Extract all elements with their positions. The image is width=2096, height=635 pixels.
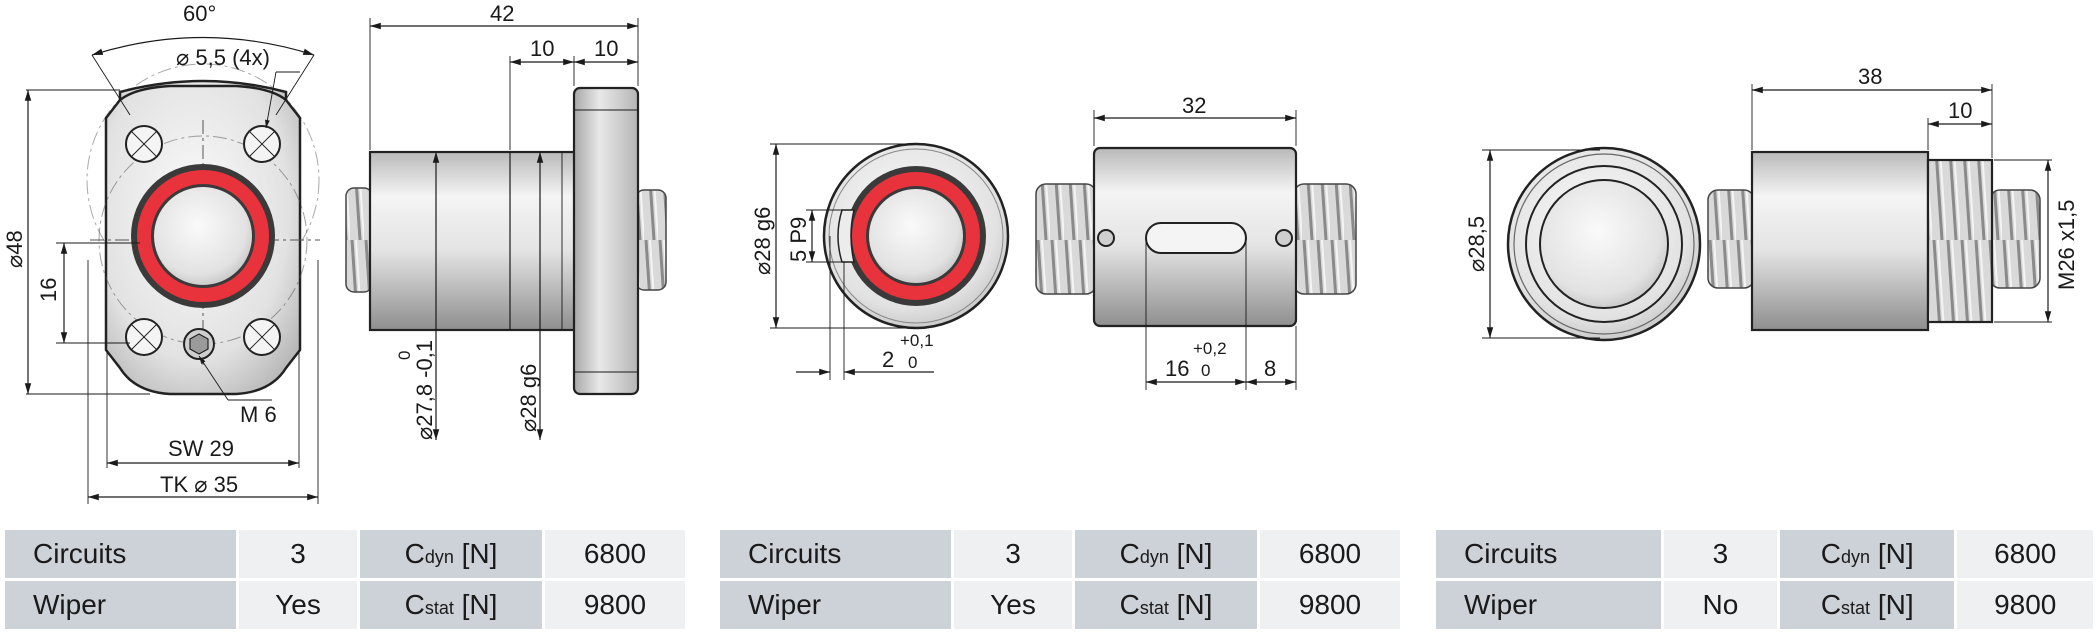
cstat-value: 9800 xyxy=(545,581,685,629)
panel-2-side-dims: 32 16 +0,2 0 8 xyxy=(1093,93,1297,390)
tol-zero-label: 0 xyxy=(395,351,414,360)
depth-2-label: 2 xyxy=(882,347,894,372)
slot-16-label: 16 xyxy=(1165,356,1189,381)
cstat-label: Cstat [N] xyxy=(1075,581,1257,629)
circuits-value: 3 xyxy=(954,530,1072,578)
cstat-label: Cstat [N] xyxy=(1780,581,1955,629)
thread-10-label: 10 xyxy=(1948,98,1972,123)
cdyn-label: Cdyn [N] xyxy=(1780,530,1955,578)
table-row: Circuits 3 Cdyn [N] 6800 xyxy=(720,530,1400,578)
dia-285-label: ⌀28,5 xyxy=(1464,216,1489,272)
spec-table-2: Circuits 3 Cdyn [N] 6800 Wiper Yes Cstat… xyxy=(717,527,1403,632)
panel-3-side xyxy=(1707,150,2041,332)
tk-label: TK ⌀ 35 xyxy=(160,472,238,497)
dia-278-label: ⌀27,8 -0,1 xyxy=(412,340,437,440)
cdyn-label: Cdyn [N] xyxy=(360,530,542,578)
panel-3-side-dims: 38 10 M26 x1,5 xyxy=(1751,64,2079,323)
wiper-label: Wiper xyxy=(1436,581,1661,629)
cdyn-value: 6800 xyxy=(1260,530,1400,578)
wiper-value: Yes xyxy=(954,581,1072,629)
table-row: Circuits 3 Cdyn [N] 6800 xyxy=(5,530,685,578)
wiper-label: Wiper xyxy=(5,581,236,629)
thread-m6-label: M 6 xyxy=(240,402,277,427)
tol-zero-b-label: 0 xyxy=(1201,361,1210,380)
dia-28g6-label: ⌀28 g6 xyxy=(516,364,541,432)
cstat-value: 9800 xyxy=(1260,581,1400,629)
table-row: Wiper No Cstat [N] 9800 xyxy=(1436,581,2093,629)
table-row: Wiper Yes Cstat [N] 9800 xyxy=(5,581,685,629)
panel-2-side xyxy=(1035,146,1357,328)
cdyn-value: 6800 xyxy=(545,530,685,578)
circuits-value: 3 xyxy=(1663,530,1778,578)
edge-8-label: 8 xyxy=(1264,356,1276,381)
panel-1-front-dims: 60° ⌀ 5,5 (4x) ⌀48 16 M 6 SW 29 TK ⌀ 35 xyxy=(2,1,319,504)
cstat-label: Cstat [N] xyxy=(360,581,542,629)
panel-2-front-dims: ⌀28 g6 5 P9 2 +0,1 0 xyxy=(750,143,934,380)
spec-table-1: Circuits 3 Cdyn [N] 6800 Wiper Yes Cstat… xyxy=(2,527,688,632)
thread-m26-label: M26 x1,5 xyxy=(2054,200,2079,291)
table-row: Wiper Yes Cstat [N] 9800 xyxy=(720,581,1400,629)
circuits-value: 3 xyxy=(239,530,357,578)
cdyn-value: 6800 xyxy=(1957,530,2093,578)
outer-dia-label: ⌀48 xyxy=(2,230,27,268)
angle-label: 60° xyxy=(183,1,216,26)
technical-drawings: 60° ⌀ 5,5 (4x) ⌀48 16 M 6 SW 29 TK ⌀ 35 xyxy=(2,1,2079,504)
table-row: Circuits 3 Cdyn [N] 6800 xyxy=(1436,530,2093,578)
panel-2-front xyxy=(822,142,1010,330)
flange-offset-label: 10 xyxy=(530,36,554,61)
length-38-label: 38 xyxy=(1858,64,1882,89)
panel-1-front xyxy=(90,84,320,396)
tol-plus02-label: +0,2 xyxy=(1193,339,1227,358)
cstat-value: 9800 xyxy=(1957,581,2093,629)
wiper-value: No xyxy=(1663,581,1778,629)
circuits-label: Circuits xyxy=(5,530,236,578)
tol-zero-a-label: 0 xyxy=(908,353,917,372)
holes-label: ⌀ 5,5 (4x) xyxy=(176,45,270,70)
tol-plus01-label: +0,1 xyxy=(900,331,934,350)
circuits-label: Circuits xyxy=(1436,530,1661,578)
length-32-label: 32 xyxy=(1182,93,1206,118)
panel-3-front-dims: ⌀28,5 xyxy=(1464,149,1600,339)
circuits-label: Circuits xyxy=(720,530,951,578)
cdyn-label: Cdyn [N] xyxy=(1075,530,1257,578)
sw-label: SW 29 xyxy=(168,436,234,461)
wiper-value: Yes xyxy=(239,581,357,629)
length-total-label: 42 xyxy=(490,1,514,26)
dia-28g6-label-2: ⌀28 g6 xyxy=(750,207,775,275)
panel-1-side xyxy=(345,86,667,396)
flange-width-label: 10 xyxy=(594,36,618,61)
height-16-label: 16 xyxy=(36,278,61,302)
wiper-label: Wiper xyxy=(720,581,951,629)
panel-1-side-dims: 42 10 10 0 ⌀27,8 -0,1 ⌀28 g6 xyxy=(369,1,639,440)
panel-3-front xyxy=(1506,146,1702,342)
key-5p9-label: 5 P9 xyxy=(786,217,811,262)
spec-table-3: Circuits 3 Cdyn [N] 6800 Wiper No Cstat … xyxy=(1433,527,2096,632)
